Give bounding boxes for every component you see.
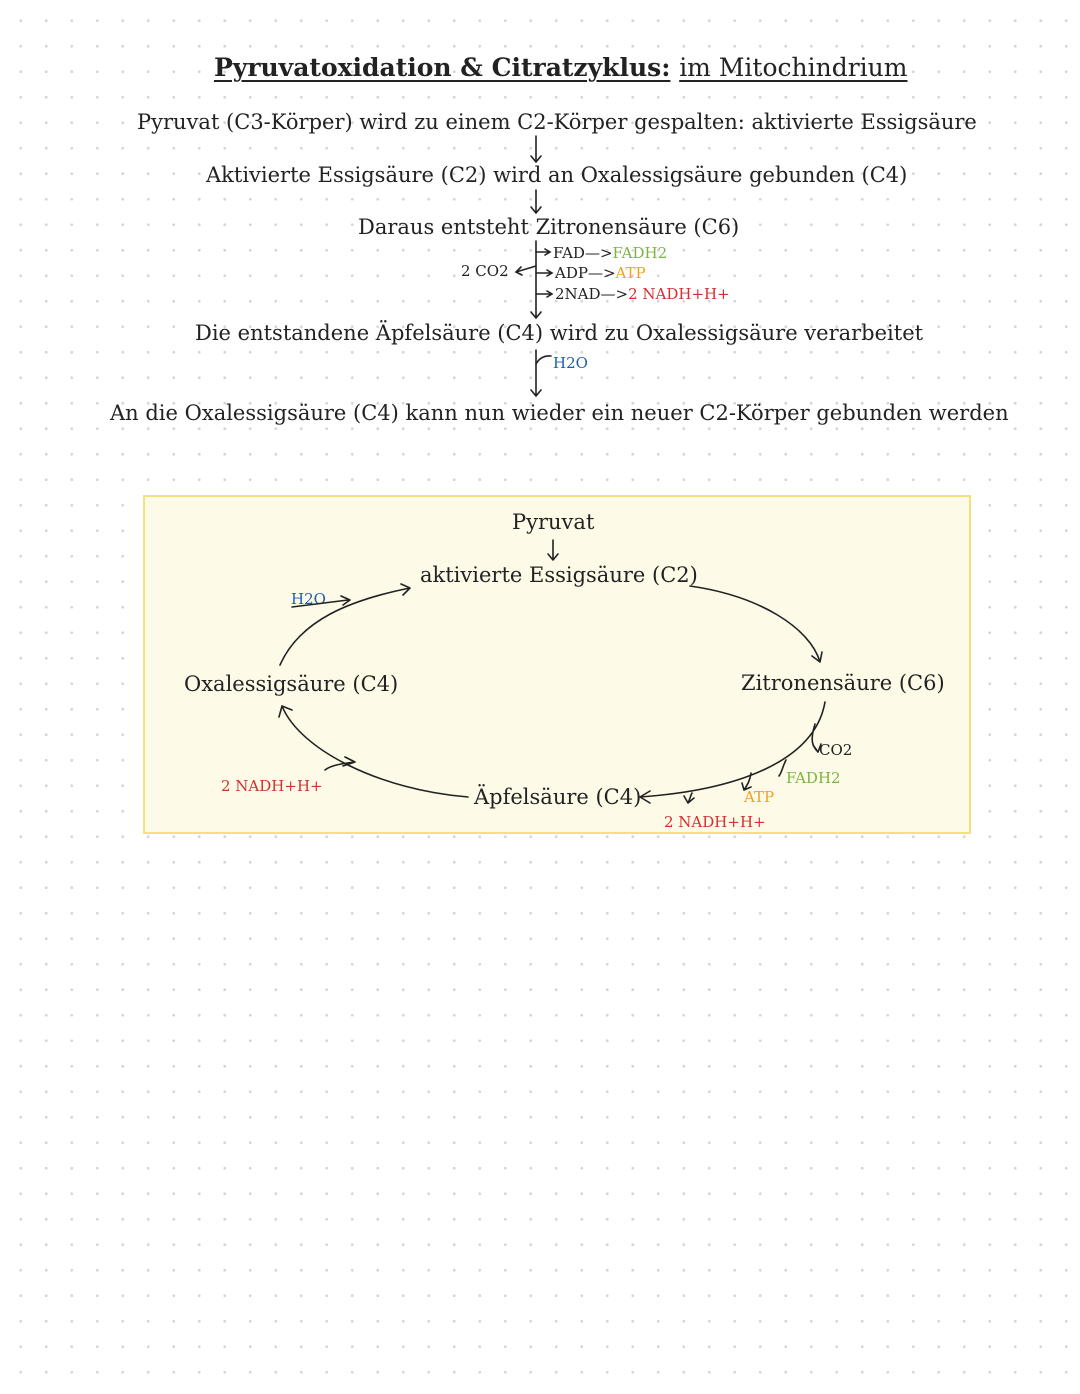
branch-fad [535,248,552,256]
title-main: Pyruvatoxidation & Citratzyklus: [214,53,671,82]
atp-text: ATP [615,264,646,282]
nadh-text: 2 NADH+H+ [628,285,730,303]
nad-line: 2NAD—>2 NADH+H+ [555,287,730,302]
arrow-aepfel-oxal [278,705,469,798]
cycle-atp: ATP [744,788,775,806]
fad-line: FAD—>FADH2 [553,246,667,261]
step-4: Die entstandene Äpfelsäure (C4) wird zu … [195,321,924,345]
arrow-pyruvat-essig [547,539,559,561]
cycle-co2: CO2 [819,741,853,759]
fadh2-text: FADH2 [612,244,668,262]
arrow-down-1 [530,135,542,164]
branch-nad [535,290,554,298]
arrow-essig-zitronen [689,585,823,663]
branch-fadh2 [778,759,787,777]
cycle-nadh-left: 2 NADH+H+ [221,777,323,795]
cycle-pyruvat: Pyruvat [512,510,595,534]
cycle-aepfelsaeure: Äpfelsäure (C4) [474,785,642,809]
branch-nadh-right [683,792,695,804]
cycle-zitronensaeure: Zitronensäure (C6) [741,671,945,695]
cycle-nadh-right: 2 NADH+H+ [664,813,766,831]
cycle-fadh2: FADH2 [786,769,841,787]
step-1: Pyruvat (C3-Körper) wird zu einem C2-Kör… [137,110,977,134]
cycle-oxalessigsaeure: Oxalessigsäure (C4) [184,672,399,696]
step-5: An die Oxalessigsäure (C4) kann nun wied… [110,401,1009,425]
arrow-oxal-essig [279,583,411,666]
branch-co2 [514,265,537,276]
arrow-down-h2o [530,349,542,398]
branch-adp [535,269,554,277]
branch-nadh-left [324,756,356,771]
h2o-underline [291,595,351,608]
title-location: im Mitochindrium [679,53,908,82]
branch-atp [741,772,752,791]
arrow-zitronen-aepfel [639,701,826,804]
adp-line: ADP—>ATP [555,266,646,281]
co2-label: 2 CO2 [461,262,509,280]
h2o-label: H2O [553,354,588,372]
nad-text: 2NAD—> [555,285,629,303]
step-3: Daraus entsteht Zitronensäure (C6) [358,215,740,239]
cycle-h2o: H2O [291,590,326,608]
page-title: Pyruvatoxidation & Citratzyklus: im Mito… [214,55,907,80]
branch-h2o [535,355,552,365]
adp-text: ADP—> [555,264,616,282]
branch-stem [530,240,542,320]
arrow-down-2 [530,189,542,215]
step-2: Aktivierte Essigsäure (C2) wird an Oxale… [206,163,908,187]
branch-co2 [811,723,822,753]
fad-text: FAD—> [553,244,613,262]
cycle-essigsaeure: aktivierte Essigsäure (C2) [420,563,698,587]
